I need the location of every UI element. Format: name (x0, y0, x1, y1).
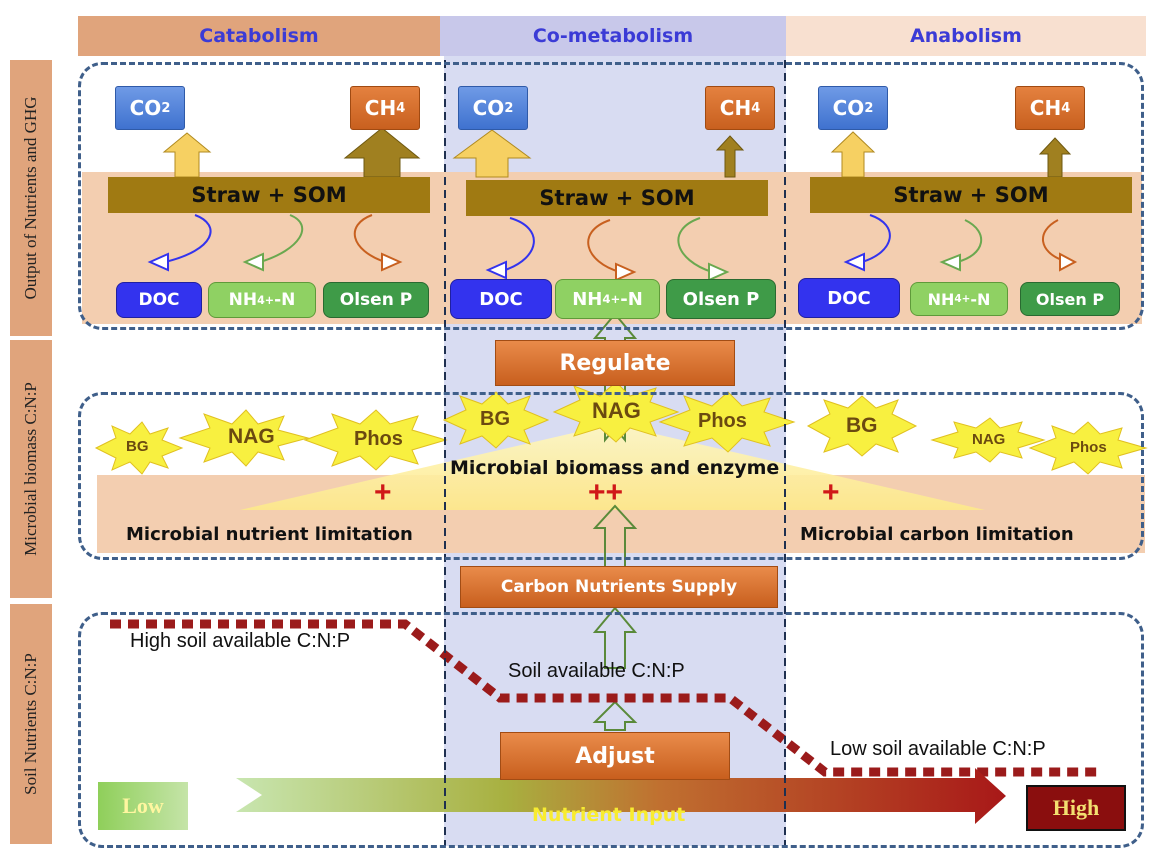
side-label-output: Output of Nutrients and GHG (10, 60, 52, 336)
arrow-co2-catabolism (162, 132, 212, 178)
straw-som-catabolism: Straw + SOM (108, 177, 430, 213)
microbial-biomass-triangle (240, 424, 985, 510)
group-microbial (78, 392, 1144, 560)
header-anabolism-bg (786, 16, 1146, 56)
curve-olsen-2 (677, 217, 713, 273)
header-catabolism: Catabolism (199, 25, 319, 47)
side-label-microbial: Microbial biomass C:N:P (10, 340, 52, 598)
doc-box-co-metabolism: DOC (450, 279, 552, 319)
star-phos-co-metabolism (658, 391, 796, 453)
enzyme-nag-catabolism: NAG (228, 425, 275, 448)
arrow-ch4-co-metabolism (715, 135, 745, 178)
carbon-supply-box: Carbon Nutrients Supply (460, 566, 778, 608)
star-nag-catabolism (178, 409, 310, 467)
doc-box-catabolism: DOC (116, 282, 202, 318)
curve-olsen-1 (353, 214, 386, 263)
plusplus-co-metabolism: ++ (588, 476, 624, 509)
straw-som-anabolism: Straw + SOM (810, 177, 1132, 213)
curved-arrows (147, 214, 1078, 282)
side-label-soil: Soil Nutrients C:N:P (10, 604, 52, 844)
arrow-ch4-catabolism (343, 127, 421, 178)
enzyme-nag-co-metabolism: NAG (592, 398, 641, 423)
enzyme-nag-anabolism: NAG (972, 431, 1006, 448)
soil-cnp-curve (110, 619, 1100, 777)
curve-doc-2 (504, 217, 535, 271)
enzyme-bg-catabolism: BG (126, 438, 149, 455)
star-nag-anabolism (930, 417, 1046, 463)
star-phos-anabolism (1028, 421, 1148, 475)
carbon-limitation-label: Microbial carbon limitation (800, 524, 1074, 545)
olsen-box-anabolism: Olsen P (1020, 282, 1120, 316)
enzyme-bg-co-metabolism: BG (480, 408, 510, 430)
low-box: Low (98, 782, 188, 830)
enzyme-phos-anabolism: Phos (1070, 439, 1107, 456)
star-bg-catabolism (94, 421, 184, 475)
hollow-arrow-adjust (592, 700, 638, 731)
header-co-metabolism: Co-metabolism (532, 25, 694, 47)
hollow-arrow-supply (592, 504, 638, 571)
curve-olsen-3 (1041, 219, 1063, 261)
soil-high-label: High soil available C:N:P (130, 630, 351, 652)
adjust-box: Adjust (500, 732, 730, 780)
enzyme-stars (94, 381, 1148, 475)
nutrient-input-arrow (236, 768, 1006, 824)
star-bg-anabolism (806, 395, 918, 457)
soil-low-label: Low soil available C:N:P (830, 738, 1046, 760)
olsen-box-co-metabolism: Olsen P (666, 279, 776, 319)
arrow-ch4-anabolism (1038, 137, 1072, 178)
enzyme-bg-anabolism: BG (846, 414, 878, 437)
enzyme-phos-co-metabolism: Phos (698, 410, 747, 432)
arrow-co2-co-metabolism (452, 129, 532, 178)
nutrient-limitation-label: Microbial nutrient limitation (126, 524, 413, 545)
header-catabolism-bg (78, 16, 440, 56)
nutrient-input-label: Nutrient Input (532, 804, 686, 826)
straw-som-co-metabolism: Straw + SOM (466, 180, 768, 216)
enzyme-phos-catabolism: Phos (354, 428, 403, 450)
header-anabolism: Anabolism (910, 25, 1022, 47)
microbial-biomass-label: Microbial biomass and enzyme (450, 457, 780, 479)
plus-catabolism: + (374, 476, 392, 509)
high-box: High (1026, 785, 1126, 831)
olsen-box-catabolism: Olsen P (323, 282, 429, 318)
group-output (78, 62, 1144, 330)
plus-anabolism: + (822, 476, 840, 509)
header-co-metabolism-bg (440, 16, 786, 56)
curve-nh4-2 (587, 219, 621, 273)
soil-mid-label: Soil available C:N:P (508, 660, 685, 682)
curve-doc-3 (861, 214, 891, 263)
hollow-arrow-soil (592, 606, 638, 669)
doc-box-anabolism: DOC (798, 278, 900, 318)
star-bg-co-metabolism (442, 391, 550, 449)
curve-nh4-3 (956, 219, 983, 263)
regulate-box: Regulate (495, 340, 735, 386)
group-soil (78, 612, 1144, 848)
curve-nh4-1 (259, 214, 304, 263)
arrow-co2-anabolism (830, 131, 876, 178)
gas-arrows (162, 127, 1072, 178)
curve-doc-1 (164, 214, 212, 263)
